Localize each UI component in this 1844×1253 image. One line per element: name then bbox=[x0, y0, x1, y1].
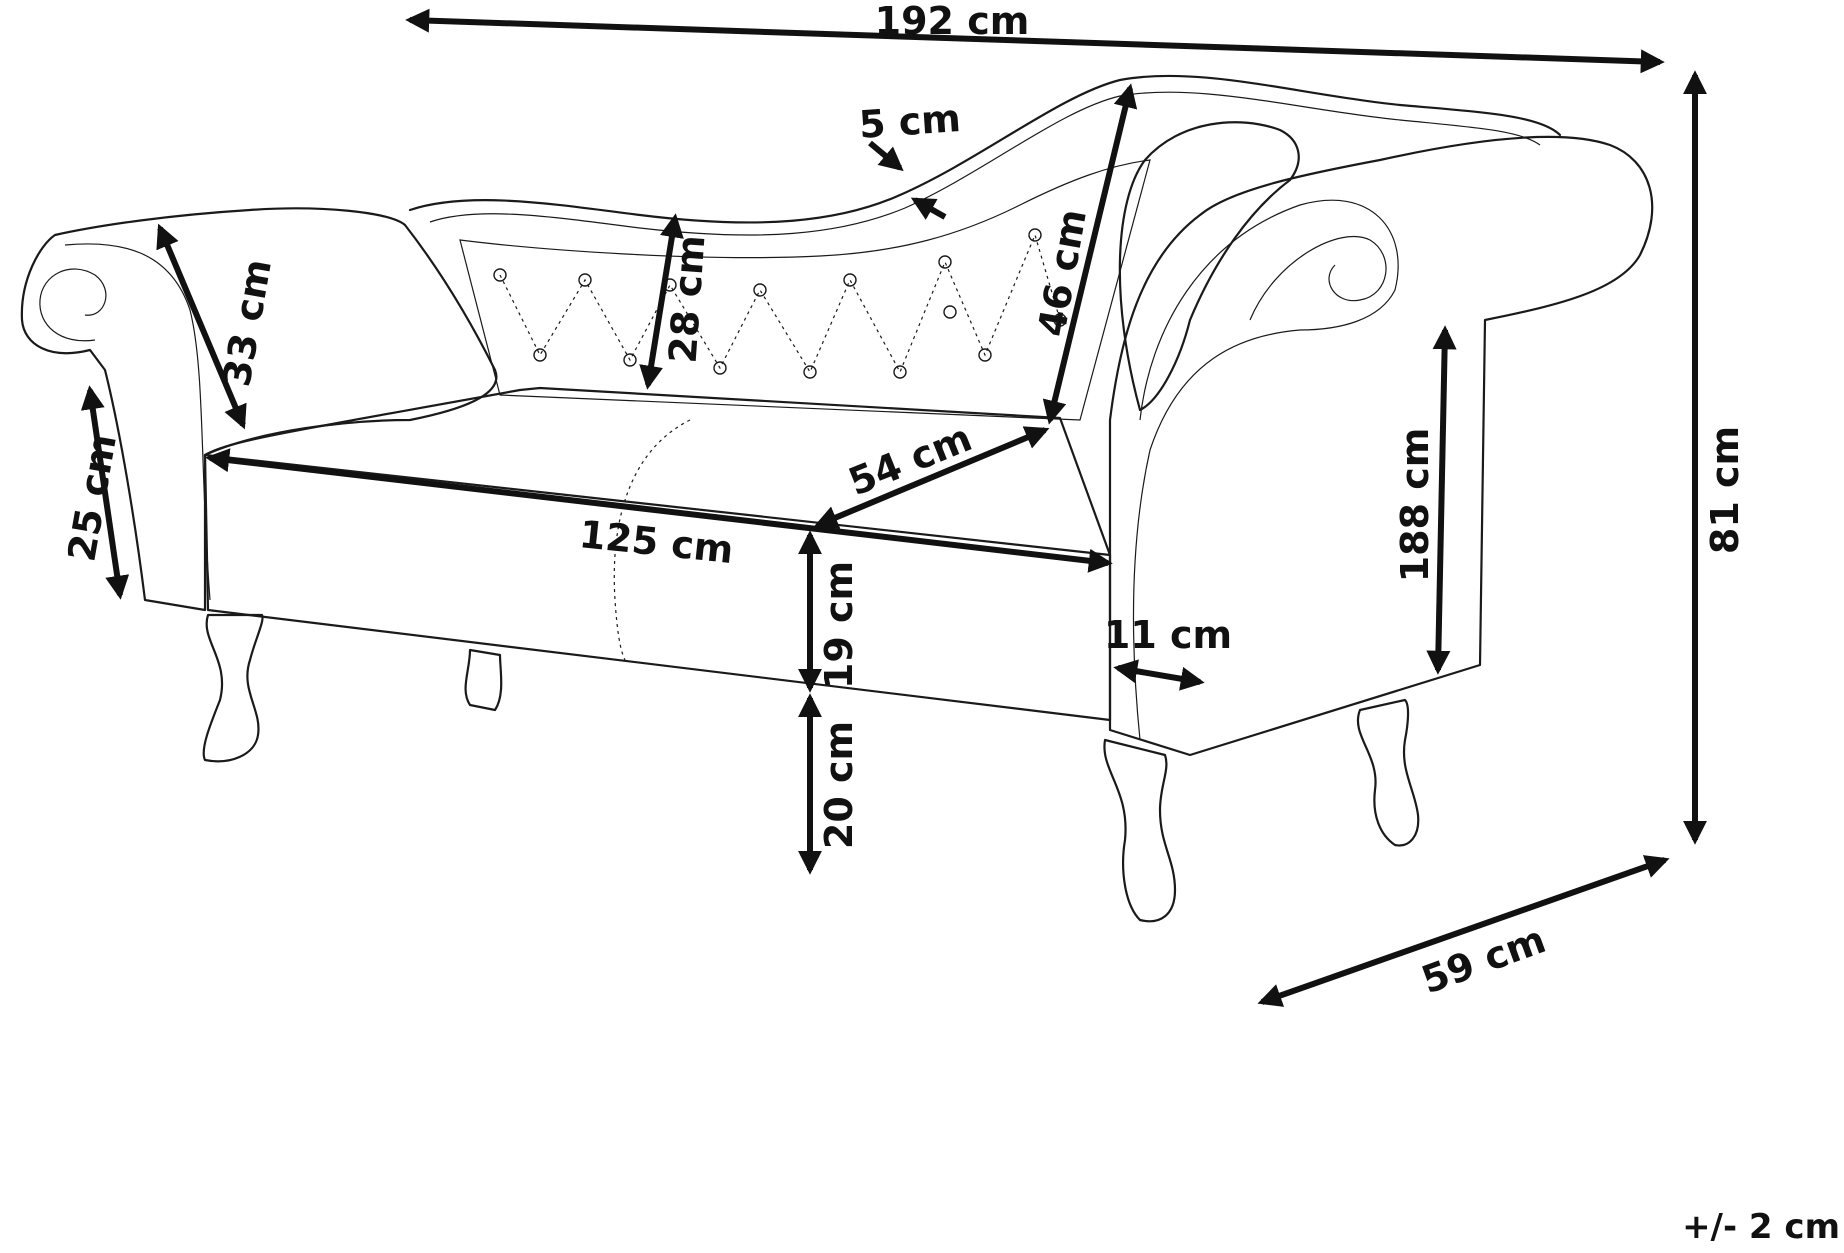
label-arm-height-left: 33 cm bbox=[214, 256, 280, 390]
left-arm-scroll bbox=[39, 268, 107, 342]
label-leg-height: 20 cm bbox=[817, 721, 861, 849]
left-arm-outline bbox=[20, 207, 498, 612]
label-seat-depth: 54 cm bbox=[842, 416, 977, 505]
dim-arrow-backrest-height bbox=[639, 213, 684, 390]
dim-arrow-total-length bbox=[405, 8, 1665, 74]
dim-arrow-seat-width bbox=[205, 448, 1113, 573]
label-backrest-height: 28 cm bbox=[661, 234, 714, 365]
label-total-length: 192 cm bbox=[875, 0, 1030, 43]
label-seat-width: 125 cm bbox=[577, 512, 735, 572]
right-arm-outline bbox=[1108, 135, 1654, 757]
back-frame-inner bbox=[429, 91, 1541, 236]
leg-back-left bbox=[464, 648, 503, 712]
label-total-depth: 59 cm bbox=[1416, 917, 1552, 1002]
dim-arrow-arm-height-left bbox=[156, 223, 247, 430]
dim-arrow-arm-width bbox=[1113, 659, 1205, 691]
back-frame-outline bbox=[408, 74, 1562, 224]
dim-arrow-frame-thickness-2 bbox=[910, 197, 947, 220]
dim-arrow-arm-height-right bbox=[1426, 325, 1457, 675]
seat-top-outline bbox=[203, 386, 1112, 557]
dim-arrow-arm-front-left bbox=[80, 385, 130, 600]
leg-back-right bbox=[1357, 698, 1420, 847]
label-arm-height-right: 188 cm bbox=[1393, 428, 1437, 583]
label-tolerance: +/- 2 cm bbox=[1682, 1207, 1840, 1247]
leg-front-left bbox=[202, 613, 264, 763]
label-frame-thickness: 5 cm bbox=[858, 96, 963, 147]
dimension-arrows bbox=[80, 8, 1707, 1007]
cushion-pillow bbox=[1118, 121, 1300, 412]
dim-arrow-total-depth bbox=[1257, 855, 1670, 1007]
right-arm-front-panel bbox=[1132, 199, 1399, 741]
seat-front-outline bbox=[203, 453, 1112, 722]
dim-arrow-frame-thickness-1 bbox=[868, 140, 904, 172]
label-total-height: 81 cm bbox=[1703, 426, 1747, 554]
tufting-buttons bbox=[493, 228, 1067, 379]
label-arm-width: 11 cm bbox=[1104, 613, 1232, 657]
leg-front-right bbox=[1103, 738, 1177, 923]
tufting-lines bbox=[499, 233, 1061, 374]
dim-arrow-high-back-height bbox=[1042, 83, 1138, 425]
label-seat-thickness: 19 cm bbox=[817, 561, 861, 689]
dim-arrow-seat-depth bbox=[813, 426, 1050, 529]
right-arm-scroll bbox=[1249, 235, 1387, 321]
